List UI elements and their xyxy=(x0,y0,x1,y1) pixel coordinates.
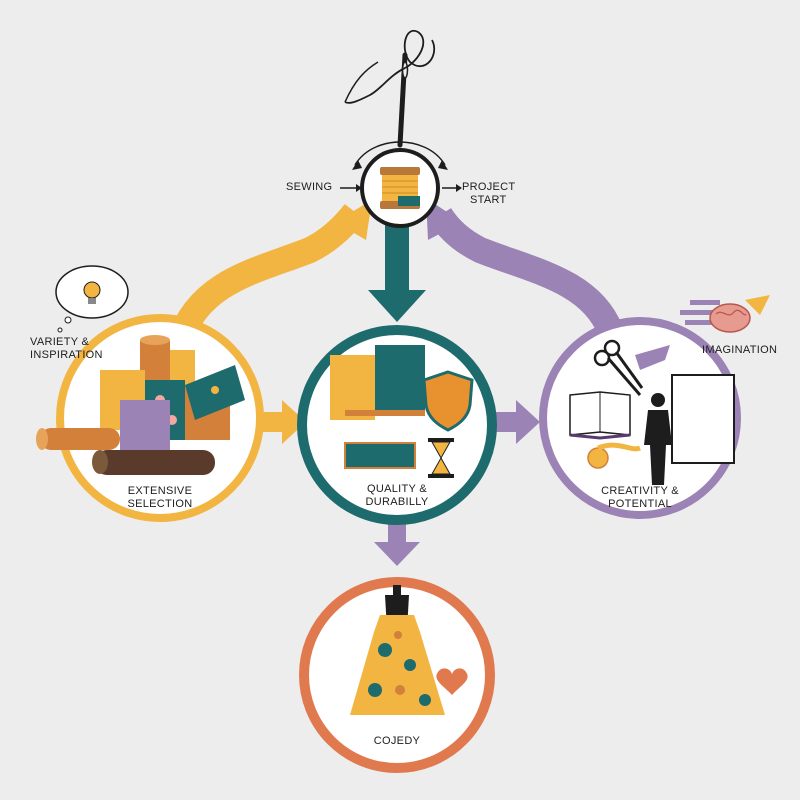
measuring-tape-icon xyxy=(587,442,641,469)
brain-icon xyxy=(709,303,751,333)
creativity-line2: POTENTIAL xyxy=(608,498,672,510)
sewing-label: SEWING xyxy=(286,181,333,193)
orange-right-arrowhead xyxy=(282,400,306,444)
creativity-potential-label: CREATIVITY & POTENTIAL xyxy=(585,485,695,511)
purple-arrowhead xyxy=(426,198,462,240)
purple-right-arrow-shaft xyxy=(496,412,518,432)
orange-right-arrow-shaft xyxy=(258,412,284,432)
extensive-selection-label: EXTENSIVE SELECTION xyxy=(110,485,210,511)
heart-icon xyxy=(436,668,468,695)
variety-line2: INSPIRATION xyxy=(30,349,103,361)
project-start-line2: START xyxy=(470,194,507,206)
fabric-swatch-icon xyxy=(330,345,425,420)
right-node xyxy=(539,317,741,519)
dress-icon xyxy=(350,585,445,715)
variety-inspiration-label: VARIETY & INSPIRATION xyxy=(30,336,103,362)
project-start-line1: PROJECT xyxy=(462,181,516,193)
purple-down-arrowhead xyxy=(374,542,420,566)
lightbulb-icon xyxy=(55,265,129,333)
variety-line1: VARIETY & xyxy=(30,336,90,348)
creativity-line1: CREATIVITY & xyxy=(601,485,679,497)
project-start-label: PROJECT START xyxy=(462,181,515,207)
bottom-node-label: COJEDY xyxy=(373,735,421,747)
quality-line1: QUALITY & xyxy=(367,483,427,495)
shield-icon xyxy=(422,370,474,432)
top-label-arrows xyxy=(340,184,462,192)
purple-right-arrowhead xyxy=(516,400,540,444)
extensive-line2: SELECTION xyxy=(127,498,193,510)
quality-durability-label: QUALITY & DURABILLY xyxy=(347,483,447,509)
purple-down-arrow-shaft xyxy=(388,520,406,546)
top-node xyxy=(352,141,448,228)
teal-down-arrow-shaft xyxy=(385,225,409,295)
imagination-label: IMAGINATION xyxy=(702,344,778,356)
thread-spool-icon xyxy=(380,167,420,209)
imagination-group xyxy=(680,295,770,333)
fabric-rolls-icon xyxy=(36,335,245,475)
person-silhouette-icon xyxy=(644,393,672,485)
flow-arrows xyxy=(167,198,623,566)
orange-arrowhead xyxy=(335,200,372,240)
bottom-node xyxy=(299,577,495,773)
needle-icon xyxy=(344,29,435,148)
purple-curve-arrow xyxy=(428,207,623,336)
hourglass-icon xyxy=(428,438,454,478)
blank-canvas-icon xyxy=(671,374,735,464)
scissors-icon xyxy=(593,339,644,396)
orange-curve-arrow xyxy=(167,203,366,345)
purple-brush-stroke xyxy=(635,345,670,370)
left-node xyxy=(36,314,264,522)
teal-down-arrowhead xyxy=(368,290,426,322)
ruler-fabric xyxy=(344,442,416,469)
center-node xyxy=(297,325,497,525)
quality-line2: DURABILLY xyxy=(365,496,429,508)
extensive-line1: EXTENSIVE xyxy=(127,485,193,497)
open-book-icon xyxy=(569,391,631,440)
